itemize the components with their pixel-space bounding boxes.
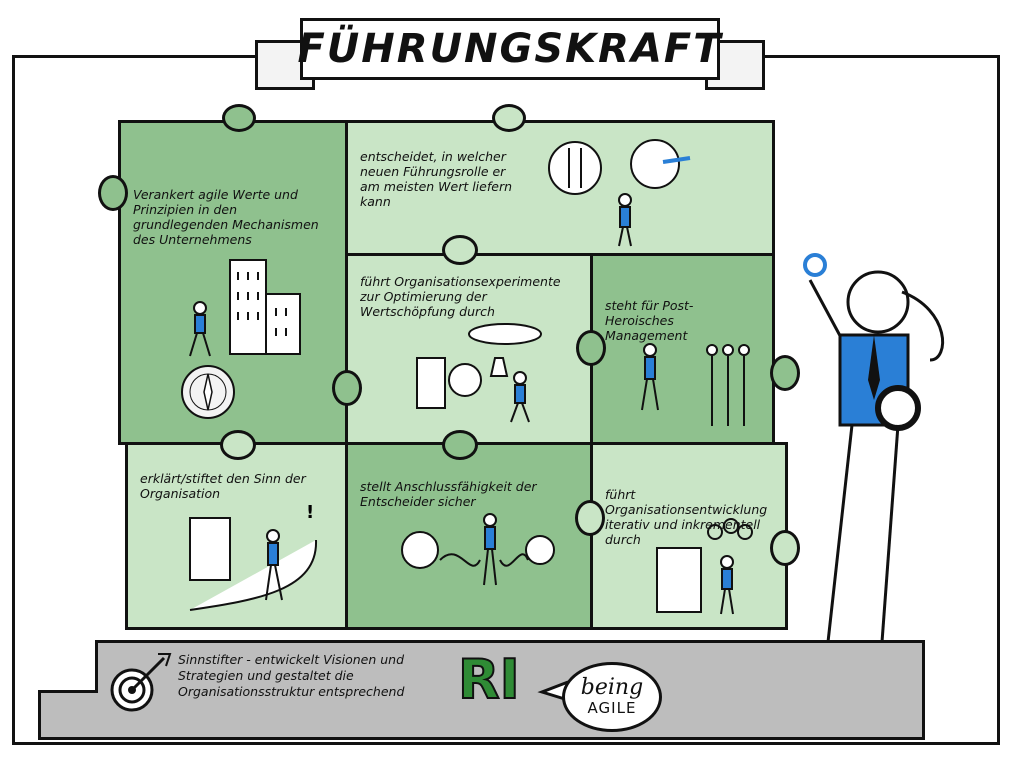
puzzle-knob xyxy=(222,104,256,132)
brand-logo: RI xyxy=(457,647,521,712)
target-icon xyxy=(110,653,172,712)
puzzle-knob xyxy=(442,430,478,460)
bubble-top-text: being xyxy=(580,675,644,700)
compass-icon xyxy=(181,365,235,419)
group-icon xyxy=(641,343,750,426)
being-agile-bubble: being AGILE xyxy=(562,662,662,732)
stage-step xyxy=(38,690,98,740)
piece-text: steht für Post-Heroisches Management xyxy=(605,298,694,343)
building-icon xyxy=(229,259,301,355)
puzzle-knob xyxy=(220,430,256,460)
bubble-pointer xyxy=(537,680,569,702)
page-title: FÜHRUNGSKRAFT xyxy=(297,26,723,72)
piece-text: erklärt/stiftet den Sinn der Organisatio… xyxy=(140,471,306,501)
piece-text: führt Organisationsexperimente zur Optim… xyxy=(360,274,561,319)
puzzle-knob xyxy=(332,370,362,406)
leader-figure xyxy=(803,253,945,643)
title-banner: FÜHRUNGSKRAFT xyxy=(297,18,723,80)
puzzle-knob xyxy=(576,330,606,366)
stage-platform xyxy=(95,640,925,740)
path-icon: ! xyxy=(189,502,318,611)
flask-icon xyxy=(416,323,542,423)
person-icon xyxy=(189,301,211,357)
puzzle-knob xyxy=(770,355,800,391)
piece-text: stellt Anschlussfähigkeit der Entscheide… xyxy=(360,479,537,509)
puzzle-knob xyxy=(575,500,605,536)
piece-text: Verankert agile Werte und Prinzipien in … xyxy=(133,187,319,247)
balloons-icon xyxy=(656,518,753,615)
network-icon xyxy=(401,513,555,586)
puzzle-knob xyxy=(98,175,128,211)
puzzle-knob xyxy=(770,530,800,566)
bubble-bottom-text: AGILE xyxy=(587,699,637,717)
puzzle-knob xyxy=(442,235,478,265)
ladder-icon xyxy=(548,139,691,247)
puzzle-knob xyxy=(492,104,526,132)
footer-description: Sinnstifter - entwickelt Visionen und St… xyxy=(178,652,405,699)
piece-text: entscheidet, in welcher neuen Führungsro… xyxy=(360,149,513,209)
svg-text:!: ! xyxy=(306,502,314,523)
